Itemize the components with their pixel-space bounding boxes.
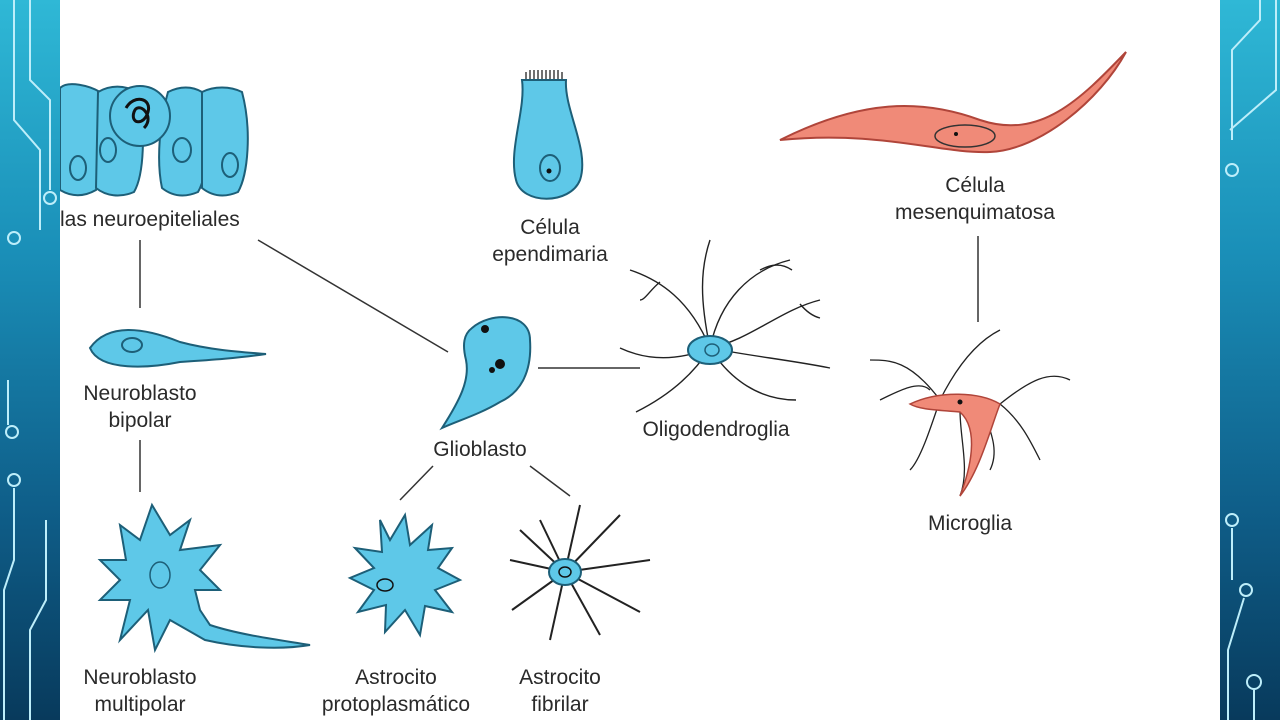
glioblast [439, 316, 532, 431]
microglia-cell [869, 329, 1071, 497]
neuroepithelial-cells [60, 83, 249, 197]
label-ependymal-line1: Célula [520, 216, 580, 239]
fibrillary-astrocyte [509, 504, 651, 641]
diagram-panel: las neuroepiteliales Célula ependimaria … [60, 0, 1220, 720]
label-protoplasmic-line2: protoplasmático [321, 693, 471, 716]
mesenchymal-cell [779, 51, 1127, 154]
circuit-decoration-left [3, 0, 57, 720]
label-ependymal: Célula ependimaria [470, 214, 630, 268]
label-microglia: Microglia [927, 512, 1013, 535]
label-mesenchymal-line2: mesenquimatosa [895, 201, 1055, 224]
label-mesenchymal-line1: Célula [945, 174, 1005, 197]
label-multipolar-line1: Neuroblasto [83, 666, 197, 689]
label-fibrillary-astrocyte: Astrocito fibrilar [500, 664, 620, 718]
label-multipolar-neuroblast: Neuroblasto multipolar [60, 664, 220, 718]
label-fibrillary-line1: Astrocito [519, 666, 601, 689]
label-mesenchymal: Célula mesenquimatosa [870, 172, 1080, 226]
ependymal-cell [512, 70, 584, 200]
label-protoplasmic-line1: Astrocito [355, 666, 437, 689]
label-fibrillary-line2: fibrilar [531, 693, 589, 716]
protoplasmic-astrocyte [347, 512, 463, 638]
bipolar-neuroblast [88, 328, 267, 368]
label-neuroepithelial: las neuroepiteliales [60, 208, 240, 231]
label-oligodendroglia: Oligodendroglia [642, 418, 790, 441]
label-bipolar-line1: Neuroblasto [83, 382, 197, 405]
connector-lines [139, 236, 979, 501]
label-ependymal-line2: ependimaria [492, 243, 608, 266]
oligodendroglia-cell [619, 239, 831, 413]
label-multipolar-line2: multipolar [94, 693, 186, 716]
circuit-decoration-right [1225, 0, 1277, 720]
multipolar-neuroblast [97, 502, 311, 654]
label-protoplasmic-astrocyte: Astrocito protoplasmático [296, 664, 496, 718]
label-bipolar-line2: bipolar [108, 409, 172, 432]
label-bipolar-neuroblast: Neuroblasto bipolar [60, 380, 220, 434]
label-glioblast: Glioblasto [433, 438, 527, 461]
cell-lineage-diagram [60, 51, 1127, 654]
